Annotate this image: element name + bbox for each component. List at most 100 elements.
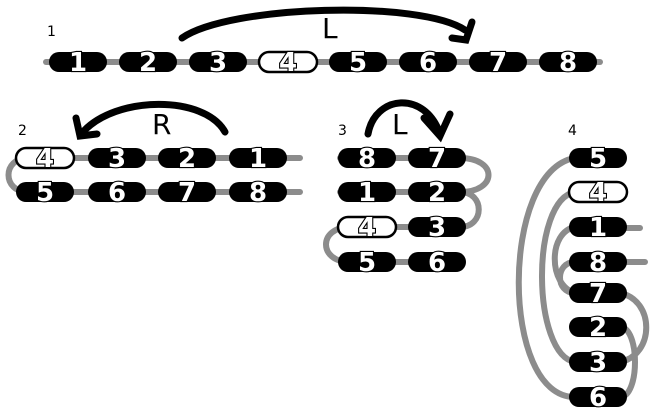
panel-1-direction: L — [322, 12, 338, 45]
panel-1-arrowhead — [448, 18, 476, 44]
segment-pill — [88, 182, 146, 202]
segment-pill — [569, 283, 627, 303]
segment-number: 8 — [358, 144, 376, 174]
panel-3-label: 3 — [338, 123, 347, 139]
segment-8: 8 — [229, 177, 287, 209]
panel-4-row-2: 4 — [567, 177, 629, 209]
segment-number: 1 — [249, 144, 267, 174]
segment-pill — [119, 52, 177, 72]
segment-pill — [399, 52, 457, 72]
segment-pill — [158, 182, 216, 202]
segment-number: 7 — [589, 279, 607, 309]
segment-number: 2 — [428, 178, 446, 208]
segment-pill — [229, 182, 287, 202]
panel-4-row-3: 1 — [569, 212, 627, 244]
panel-4-label: 4 — [568, 123, 577, 139]
panel-2-label: 2 — [18, 123, 27, 139]
segment-1: 1 — [229, 143, 287, 175]
segment-number: 1 — [358, 178, 376, 208]
segment-pill — [338, 182, 396, 202]
segment-5: 5 — [16, 177, 74, 209]
segment-number: 6 — [419, 48, 437, 78]
panel-3-strip — [323, 155, 492, 265]
segment-pill — [408, 252, 466, 272]
segment-pill — [408, 182, 466, 202]
panel-4-row-1: 5 — [569, 143, 627, 175]
segment-number: 7 — [489, 48, 507, 78]
segment-pill — [539, 52, 597, 72]
segment-number: 3 — [589, 348, 607, 378]
segment-7: 7 — [569, 278, 627, 310]
segment-7: 7 — [408, 143, 466, 175]
segment-number: 5 — [358, 248, 376, 278]
panel-1-label: 1 — [47, 24, 56, 40]
segment-number: 4 — [279, 48, 297, 78]
segment-number: 7 — [428, 144, 446, 174]
segment-pill — [569, 387, 627, 407]
segment-number: 8 — [559, 48, 577, 78]
panel-3-direction: L — [392, 108, 408, 141]
segment-number: 6 — [589, 383, 607, 410]
panel-3-arrowhead — [420, 110, 454, 143]
segment-number: 2 — [178, 144, 196, 174]
segment-number: 5 — [589, 144, 607, 174]
panel-4-row-8: 6 — [569, 382, 627, 410]
segment-2: 2 — [119, 47, 177, 79]
segment-pill — [338, 252, 396, 272]
segment-1: 1 — [49, 47, 107, 79]
panel-4-row-7: 3 — [569, 347, 627, 379]
segment-number: 5 — [349, 48, 367, 78]
segment-3: 3 — [88, 143, 146, 175]
segment-6: 6 — [569, 382, 627, 410]
segment-number: 6 — [108, 178, 126, 208]
panel-1-fold-arrow — [178, 6, 469, 42]
segment-pill — [329, 52, 387, 72]
segment-pill — [16, 182, 74, 202]
panel-4-strip — [515, 155, 650, 401]
segment-3: 3 — [189, 47, 247, 79]
segment-2: 2 — [408, 177, 466, 209]
segment-1: 1 — [338, 177, 396, 209]
segment-6: 6 — [408, 247, 466, 279]
segment-pill — [336, 215, 398, 239]
segment-number: 1 — [589, 213, 607, 243]
segment-7: 7 — [158, 177, 216, 209]
segment-pill — [567, 180, 629, 204]
panel-2-row-2: 5 6 7 8 — [16, 177, 287, 209]
segment-2: 2 — [569, 312, 627, 344]
segment-pill — [408, 217, 466, 237]
segment-6: 6 — [88, 177, 146, 209]
segment-3: 3 — [408, 212, 466, 244]
segment-4-highlighted: 4 — [336, 212, 398, 244]
segment-8: 8 — [338, 143, 396, 175]
segment-number: 4 — [36, 144, 54, 174]
segment-number: 3 — [108, 144, 126, 174]
panel-2: 2 R 4 3 2 1 5 6 7 8 — [5, 100, 303, 209]
segment-number: 4 — [358, 213, 376, 243]
segment-number: 3 — [209, 48, 227, 78]
panel-3-fold-arrow — [364, 99, 444, 138]
segment-8: 8 — [569, 247, 627, 279]
segment-pill — [49, 52, 107, 72]
panel-4-row-6: 2 — [569, 312, 627, 344]
segment-8: 8 — [539, 47, 597, 79]
segment-pill — [569, 317, 627, 337]
segment-number: 8 — [249, 178, 267, 208]
segment-pill — [569, 352, 627, 372]
segment-number: 8 — [589, 248, 607, 278]
panel-2-row-1: 4 3 2 1 — [14, 143, 287, 175]
segment-5: 5 — [569, 143, 627, 175]
segment-5: 5 — [329, 47, 387, 79]
segment-6: 6 — [399, 47, 457, 79]
segment-pill — [569, 252, 627, 272]
panel-2-direction: R — [152, 108, 171, 141]
segment-pill — [158, 148, 216, 168]
segment-number: 7 — [178, 178, 196, 208]
segment-pill — [189, 52, 247, 72]
